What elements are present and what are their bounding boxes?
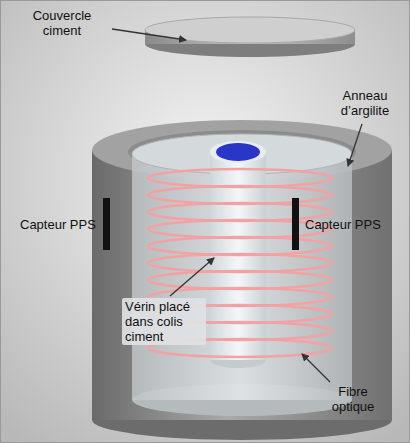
part-label: Couvercle ciment	[14, 8, 110, 38]
part-label: Anneau d’argilite	[326, 88, 404, 118]
part-label: Fibre optique	[318, 384, 388, 414]
sensor-label: Capteur PPS	[20, 217, 96, 232]
sensor-label: Capteur PPS	[305, 217, 381, 232]
part-label: Vérin placé dans colis ciment	[122, 298, 206, 345]
